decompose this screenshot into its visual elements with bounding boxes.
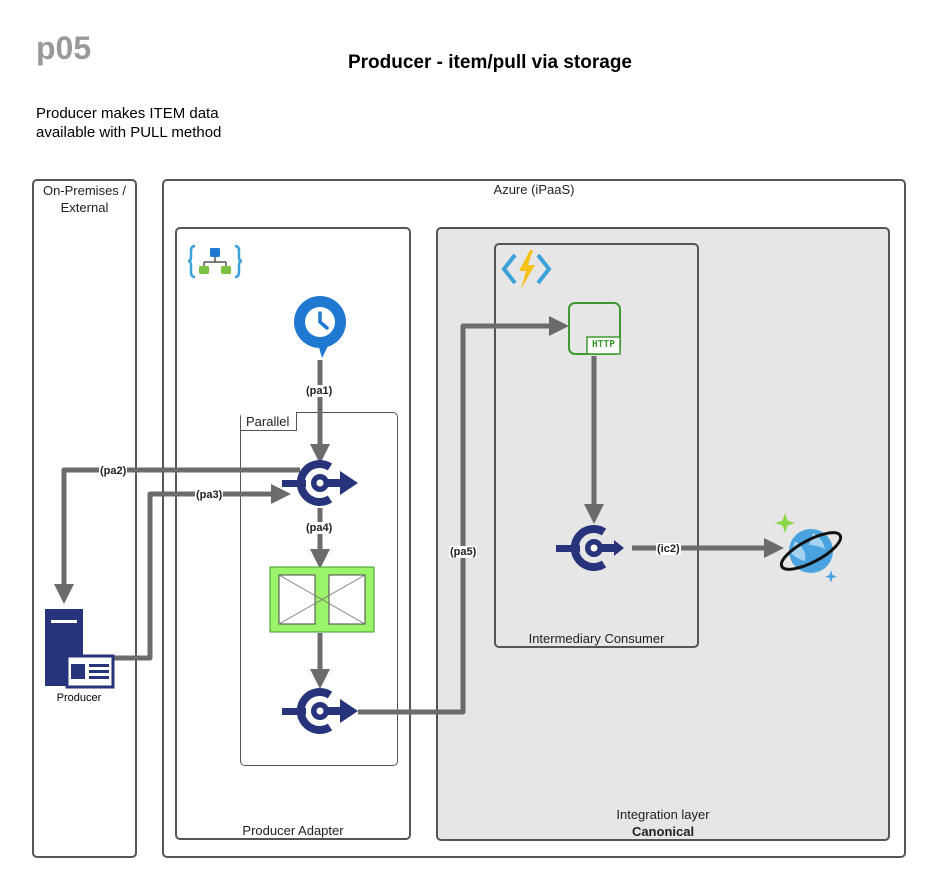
connector-action-icon — [282, 460, 358, 506]
connector-pa3 — [112, 484, 291, 661]
integration-layer-label-line-1: Integration layer — [616, 807, 710, 822]
intermediary-consumer-container — [494, 243, 699, 648]
description-line-1: Producer makes ITEM data — [36, 105, 219, 122]
azure-label: Azure (iPaaS) — [493, 182, 575, 197]
connector-action-icon-3 — [556, 525, 624, 571]
cosmos-db-icon — [775, 513, 843, 583]
connector-label-pa2: (pa2) — [99, 465, 128, 477]
http-badge-label: HTTP — [592, 339, 615, 350]
connector-label-ic2: (ic2) — [656, 543, 681, 555]
page-id: p05 — [36, 30, 92, 66]
producer-label: Producer — [56, 692, 102, 704]
on-premises-label: On-Premises / External — [32, 182, 137, 216]
http-trigger-icon — [568, 302, 621, 355]
integration-layer-label-line-2: Canonical — [631, 824, 695, 839]
on-premises-container — [32, 179, 137, 858]
parallel-label: Parallel — [241, 412, 297, 431]
logic-app-icon — [187, 244, 243, 279]
timer-trigger-icon — [294, 296, 346, 358]
diagram-title: Producer - item/pull via storage — [347, 52, 633, 73]
connector-pa5 — [358, 316, 569, 715]
connector-action-icon-2 — [282, 688, 358, 734]
function-app-icon — [501, 250, 552, 289]
azure-container — [162, 179, 906, 858]
server-icon — [45, 609, 115, 689]
producer-adapter-container — [175, 227, 411, 840]
storage-blob-icon — [269, 566, 375, 633]
connector-label-pa3: (pa3) — [195, 489, 224, 501]
producer-adapter-label: Producer Adapter — [242, 823, 344, 838]
on-premises-label-line-1: On-Premises / — [42, 183, 127, 198]
connector-pa2 — [54, 467, 300, 604]
integration-layer-label: Integration layer Canonical — [436, 806, 890, 840]
diagram-description: Producer makes ITEM data available with … — [36, 104, 221, 142]
on-premises-label-line-2: External — [60, 200, 109, 215]
intermediary-consumer-label: Intermediary Consumer — [528, 631, 665, 646]
connector-label-pa5: (pa5) — [449, 546, 478, 558]
connector-label-pa4: (pa4) — [305, 522, 334, 534]
description-line-2: available with PULL method — [36, 124, 222, 141]
connector-label-pa1: (pa1) — [305, 385, 334, 397]
